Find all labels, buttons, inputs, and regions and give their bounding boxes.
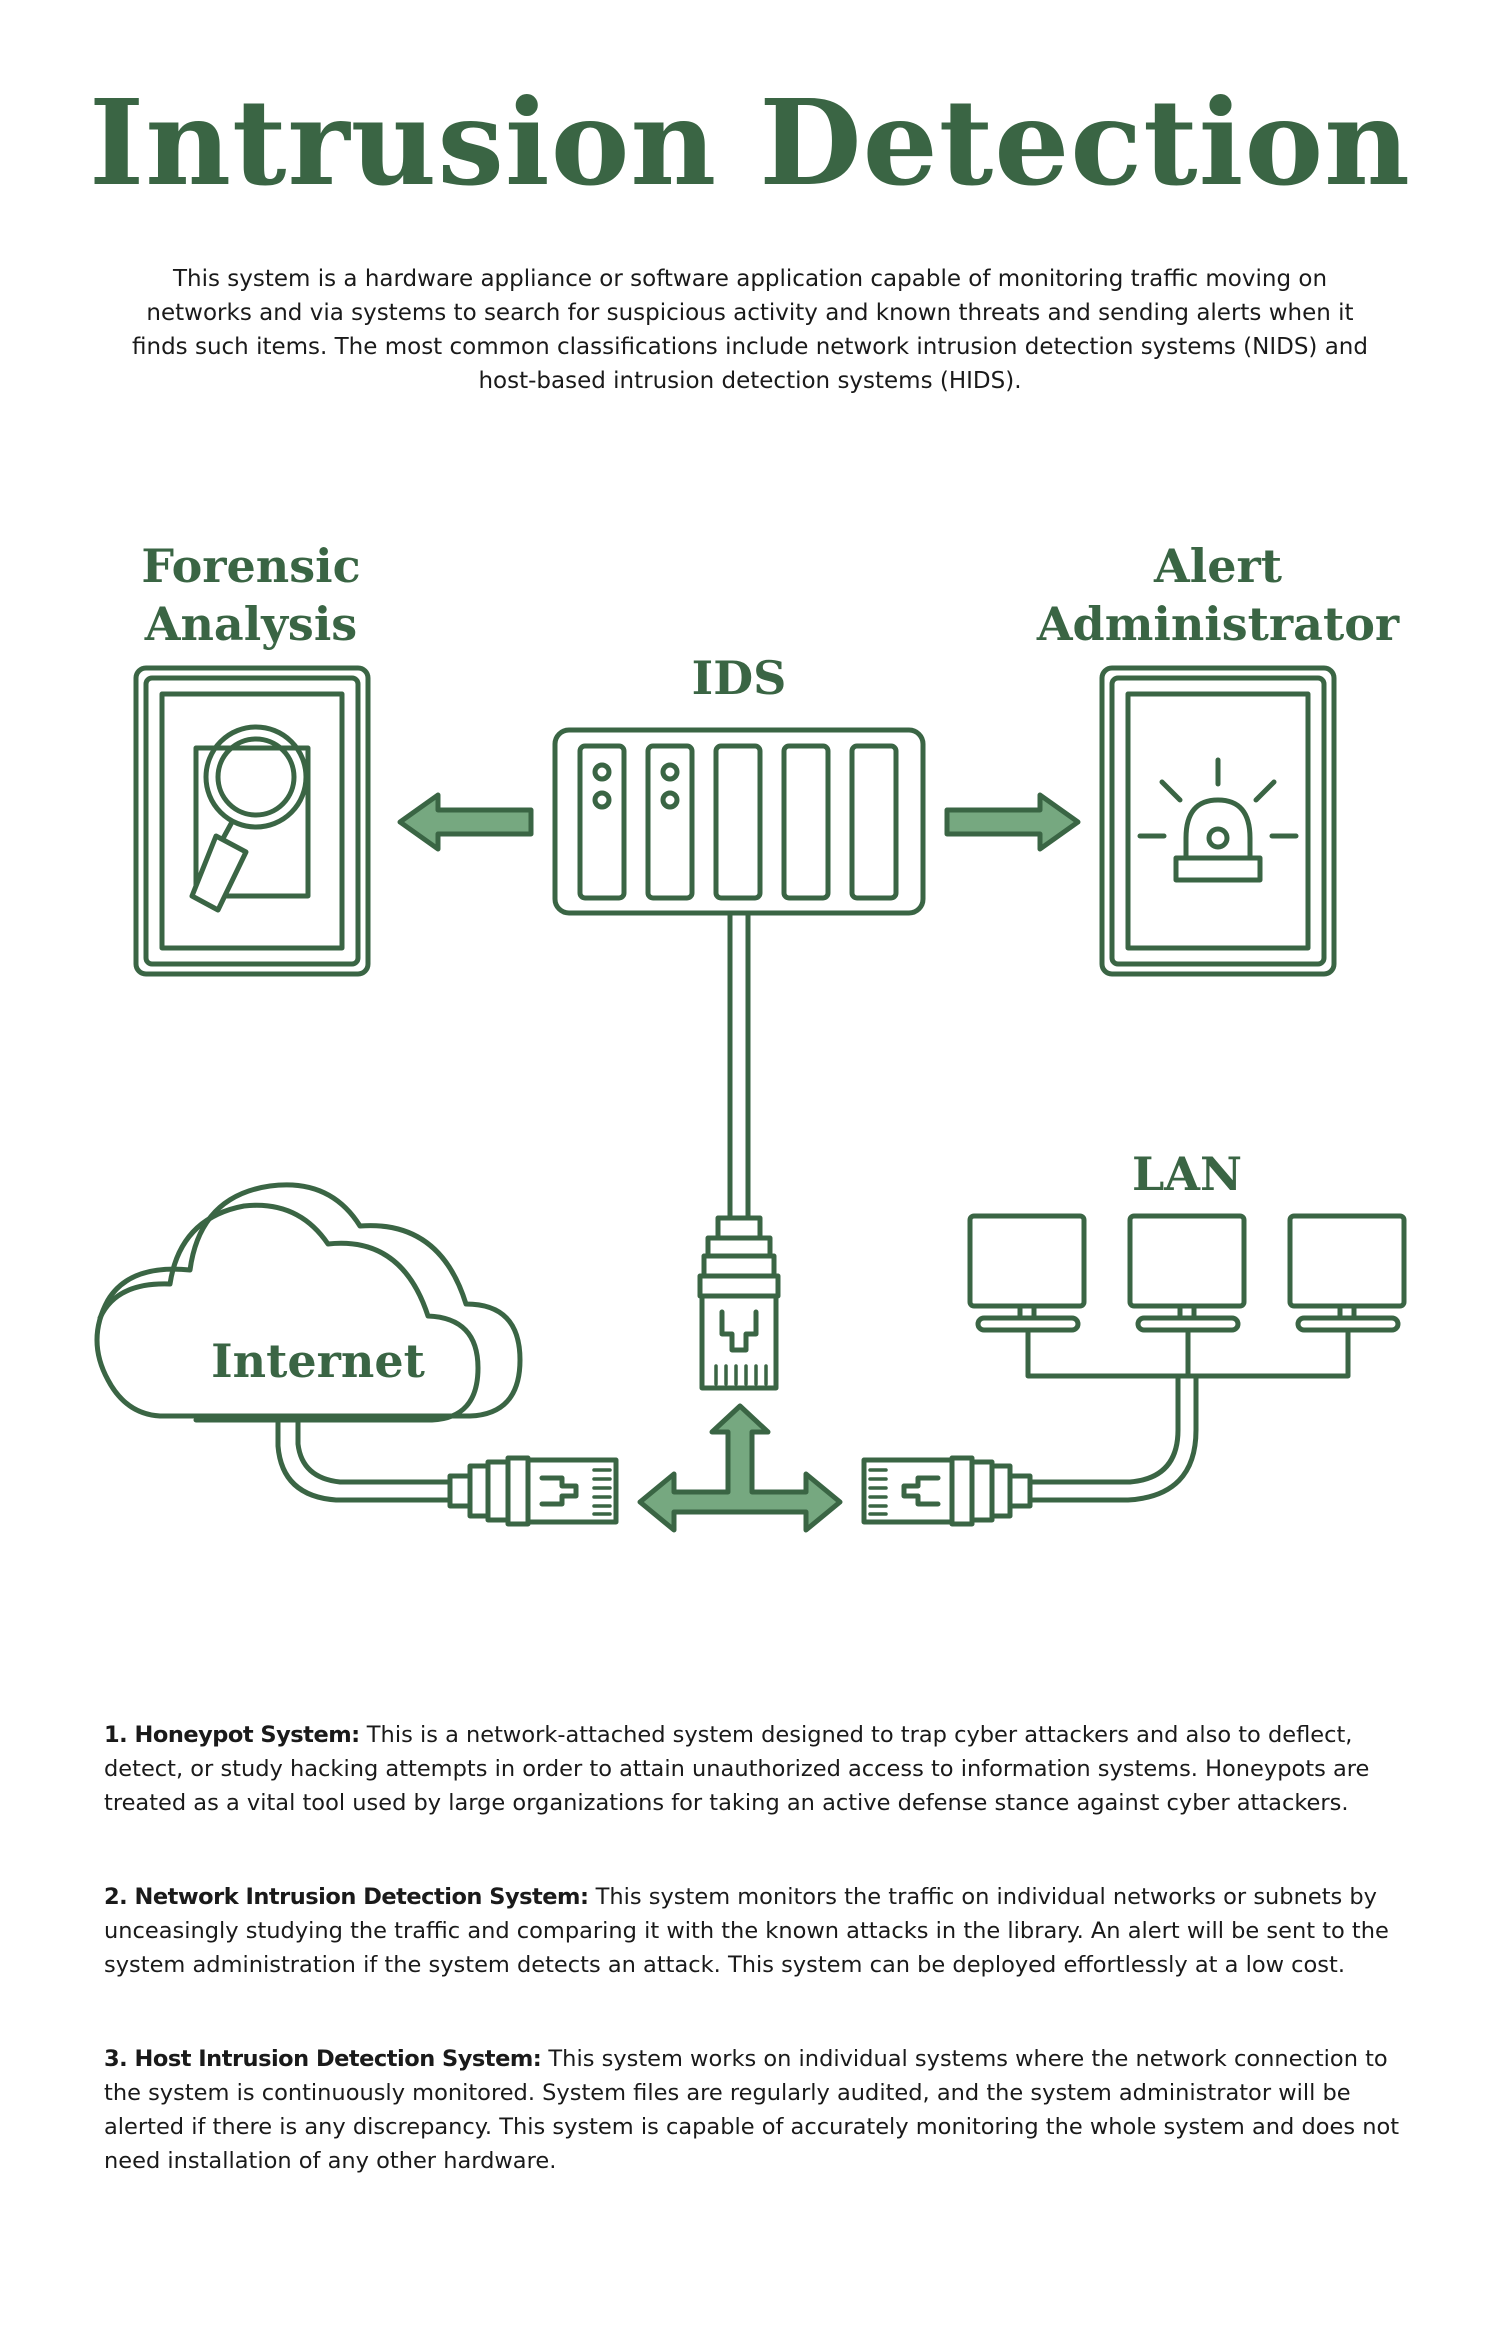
- item-heading: 3. Host Intrusion Detection System:: [104, 2046, 542, 2072]
- list-item: 2. Network Intrusion Detection System: T…: [104, 1880, 1404, 1982]
- item-heading: 2. Network Intrusion Detection System:: [104, 1884, 589, 1910]
- ethernet-plug-icon: [447, 1455, 619, 1527]
- forensic-label-line2: Analysis: [144, 597, 357, 651]
- monitor-icon: [1127, 1213, 1247, 1333]
- cloud-icon: [94, 1182, 523, 1423]
- server-icon: [552, 727, 926, 916]
- forensic-label-line1: Forensic: [141, 539, 360, 593]
- ethernet-plug-icon: [861, 1455, 1033, 1527]
- arrow-to-forensic: [397, 792, 534, 852]
- siren-icon: [1137, 757, 1299, 883]
- page-title: Intrusion Detection: [89, 73, 1411, 212]
- ids-types-list: 1. Honeypot System: This is a network-at…: [104, 1718, 1404, 2238]
- list-item: 3. Host Intrusion Detection System: This…: [104, 2042, 1404, 2178]
- item-text: This system works on individual systems …: [104, 2046, 1400, 2174]
- ids-label: IDS: [692, 651, 787, 705]
- ids-diagram: Forensic Analysis Alert Administrator ID…: [94, 539, 1407, 1533]
- forensic-tablet: [133, 665, 371, 977]
- arrow-to-alert: [944, 792, 1081, 852]
- list-item: 1. Honeypot System: This is a network-at…: [104, 1718, 1404, 1820]
- monitor-icon: [1287, 1213, 1407, 1333]
- t-arrow: [637, 1403, 843, 1533]
- monitor-icon: [967, 1213, 1087, 1333]
- alert-tablet: [1099, 665, 1337, 977]
- intro-paragraph: This system is a hardware appliance or s…: [132, 266, 1368, 394]
- lan-label: LAN: [1132, 1147, 1242, 1201]
- alert-label-line2: Administrator: [1036, 597, 1400, 651]
- item-text: This system monitors the traffic on indi…: [104, 1884, 1389, 1978]
- ethernet-plug-icon: [697, 1215, 781, 1391]
- item-heading: 1. Honeypot System:: [104, 1722, 360, 1748]
- internet-label: Internet: [211, 1334, 425, 1388]
- alert-label-line1: Alert: [1153, 539, 1283, 593]
- item-text: This is a network-attached system design…: [104, 1722, 1370, 1816]
- magnifier-icon: [189, 724, 309, 913]
